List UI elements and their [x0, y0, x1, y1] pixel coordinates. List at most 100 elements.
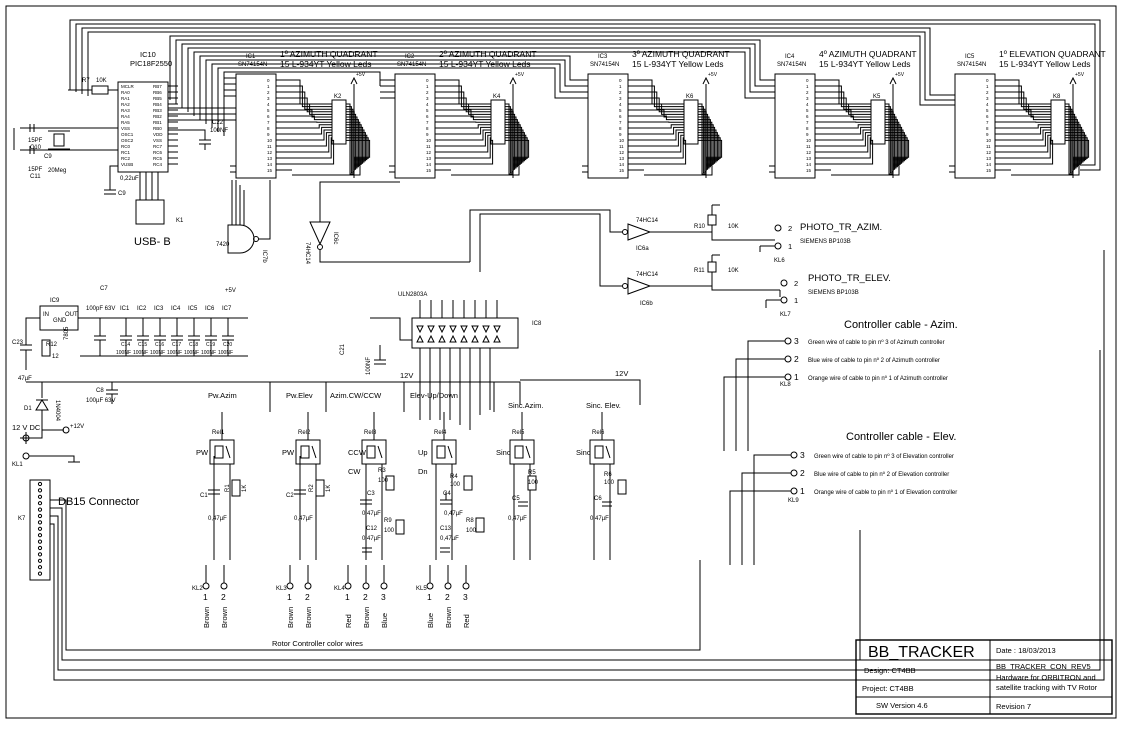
cable-pin-num: 2: [800, 468, 805, 478]
mcu-pin-label: RA4: [121, 114, 130, 119]
c4-value: 0,47µF: [444, 511, 463, 517]
c3-ref: C3: [367, 491, 375, 497]
c9b-ref: C9: [118, 191, 126, 197]
relay-body: [432, 440, 456, 464]
mcu-pin-label: MCLR: [121, 84, 135, 89]
power-kl: KL1: [12, 462, 23, 468]
c21-value: 100NF: [366, 357, 372, 375]
cable-pin: [791, 488, 797, 494]
quadrant-enable: [389, 166, 395, 172]
mcu-pin-label: RA1: [121, 96, 130, 101]
relay-tag2: Dn: [418, 467, 428, 476]
reg-ref: IC9: [50, 298, 60, 304]
cable-elev-kl: KL9: [788, 498, 799, 504]
decoupling-cap-value: 100NF: [133, 350, 148, 356]
quadrant-pin-num: 13: [426, 156, 432, 161]
quadrant-pin-num: 13: [986, 156, 992, 161]
quadrant-part: SN74154N: [238, 62, 267, 68]
mcu-pin-label: RA2: [121, 102, 130, 107]
mcu-part: PIC18F2550: [130, 59, 172, 68]
terminal-pin-num: 2: [221, 592, 226, 602]
terminal-wire-color: Blue: [380, 613, 389, 628]
c6-value: 0,47µF: [590, 516, 609, 522]
quadrant-k-ref: K8: [1053, 94, 1061, 100]
crystal-value: 20Meg: [48, 168, 66, 174]
terminal-wire-color: Brown: [220, 607, 229, 628]
terminal-pin: [363, 583, 369, 589]
uln2803: ULN2803A IC8 C21 100NF: [340, 292, 542, 375]
terminal-pin: [463, 583, 469, 589]
c2-ref: C2: [286, 493, 294, 499]
cable-wire: [724, 377, 785, 451]
rotor-caption: Rotor Controller color wires: [272, 639, 363, 648]
quadrant-pin-num: 13: [806, 156, 812, 161]
cable-pin-text: Orange wire of cable to pin nº 1 of Azim…: [808, 375, 948, 382]
mcu-pin-label: RB1: [153, 120, 162, 125]
quadrant-pin-num: 14: [426, 162, 432, 167]
bus-label-4: Sinc.Azim.: [508, 401, 543, 410]
relay-ref: Rel3: [364, 430, 377, 436]
c4-ref: C4: [443, 491, 451, 497]
quadrant-pin-num: 10: [426, 138, 432, 143]
decoupling-caps: IC1C14100NFIC2C15100NFIC3C16100NFIC4C171…: [94, 306, 234, 356]
quadrant-leds: 15 L-934YT Yellow Leds: [999, 59, 1091, 69]
quadrant-pin-num: 11: [806, 144, 811, 149]
relay-ref: Rel4: [434, 430, 447, 436]
c6-ref: C6: [594, 496, 602, 502]
title-desc-2: satellite tracking with TV Rotor: [996, 683, 1098, 692]
c10-value: 15PF: [28, 138, 43, 144]
c11-value: 15PF: [28, 167, 43, 173]
bus-label-2: Azim.CW/CCW: [330, 391, 382, 400]
power-label: 12 V DC: [12, 423, 41, 432]
relay-ref: Rel5: [512, 430, 525, 436]
rotor-terminals: KL21Brown2BrownKL31Brown2BrownKL41Red2Br…: [192, 565, 471, 628]
c1-ref: C1: [200, 493, 208, 499]
cable-azim-title: Controller cable - Azim.: [844, 319, 958, 331]
photo-elev-kl: KL7: [780, 312, 791, 318]
relay-tag: Up: [418, 448, 428, 457]
reg-pin-out: OUT: [65, 312, 78, 318]
quadrant-pin-num: 14: [619, 162, 625, 167]
db15-connector: DB15 Connector K7: [18, 250, 1104, 680]
quadrant-ref: IC3: [598, 54, 608, 60]
quadrant-led-trace: [292, 133, 332, 146]
reg-pin-gnd: GND: [53, 318, 67, 324]
quadrant-enable: [582, 166, 588, 172]
mcu-pin-label: RB5: [153, 96, 162, 101]
photo-elev-pin1: 1: [794, 296, 798, 305]
r7-value: 10K: [96, 78, 107, 84]
terminal-wire-color: Blue: [426, 613, 435, 628]
c12-value: 0,47µF: [362, 536, 381, 542]
c7-value: 100pF 63V: [86, 306, 115, 312]
photo-azim: 2 1 PHOTO_TR_AZIM. SIEMENS BP103B KL6: [760, 222, 882, 264]
r1-ref: R1: [225, 484, 231, 492]
title-block: BB_TRACKER Date : 18/03/2013 Design: CT4…: [856, 640, 1112, 714]
quadrant-k-connector: [871, 100, 885, 144]
r9-value: 100: [384, 528, 395, 534]
cable-pin: [791, 470, 797, 476]
mcu-pin-label: OSC2: [121, 138, 134, 143]
mcu-pin-label: RA5: [121, 120, 130, 125]
mcu-pin-label: RB4: [153, 102, 162, 107]
decoupling-cap-value: 100NF: [184, 350, 199, 356]
r10-ref: R10: [694, 224, 706, 230]
c11-ref: C11: [30, 174, 41, 180]
relays: Rel1PWRel2PWRel3CCWCWRel4UpDnRel5SincRel…: [196, 412, 614, 560]
title-design: Design: CT4BB: [864, 666, 916, 675]
decoupling-cap-ref: C19: [206, 342, 215, 348]
terminal-pin: [287, 583, 293, 589]
quadrant-leds: 15 L-934YT Yellow Leds: [439, 59, 531, 69]
c1-value: 0,47µF: [208, 516, 227, 522]
c7-ref: C7: [100, 286, 108, 292]
terminal-wire-color: Red: [344, 614, 353, 628]
quadrant-led-trace: [831, 133, 871, 146]
sheet-border: [6, 6, 1116, 718]
decoupling-cap-ref: C16: [155, 342, 164, 348]
decoupling-cap-ref: C18: [189, 342, 198, 348]
c12-ref: C12: [366, 526, 378, 532]
terminal-pin-num: 1: [203, 592, 208, 602]
r4-value: 100: [450, 482, 461, 488]
relay-tag: PW: [196, 448, 209, 457]
quadrant-supply-label: +5V: [1075, 72, 1085, 78]
